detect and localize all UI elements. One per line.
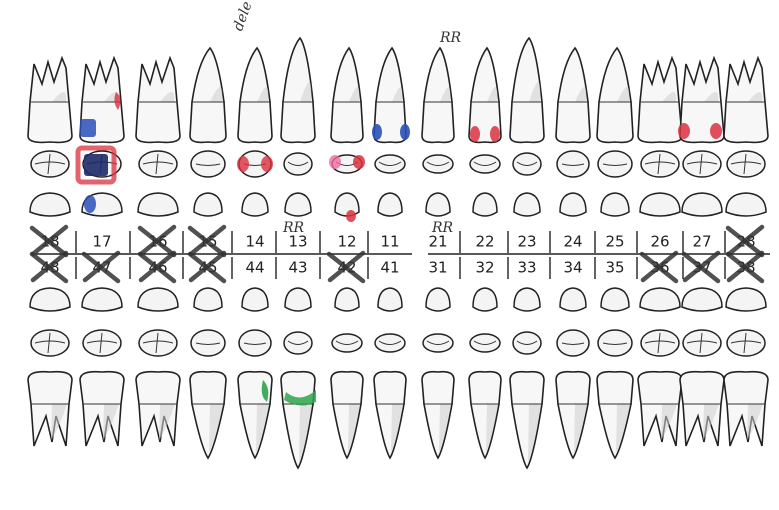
- lower-tooth-occlusal: [641, 330, 679, 356]
- lower-tooth-occlusal: [191, 330, 225, 356]
- tooth-lingual-view: [30, 193, 70, 216]
- tooth-lingual-view: [473, 193, 497, 216]
- lower-tooth-occlusal: [423, 334, 453, 352]
- tooth-lingual-view: [601, 288, 629, 311]
- annotation-rr-tooth-13: RR: [282, 220, 305, 236]
- tooth-lingual-view: [30, 288, 70, 311]
- upper-tooth-buccal: [136, 58, 180, 142]
- tooth-lingual-view: [514, 288, 540, 311]
- lower-tooth-occlusal: [598, 330, 632, 356]
- lower-tooth-buccal: [724, 372, 768, 446]
- tooth-lingual-view: [426, 288, 450, 311]
- tooth-number-43: 43: [288, 259, 307, 277]
- tooth-number-31: 31: [428, 259, 447, 277]
- tooth-lingual-view: [335, 288, 359, 311]
- tooth-number-11: 11: [380, 233, 399, 251]
- lower-tooth-buccal: [80, 372, 124, 446]
- tooth-number-14: 14: [245, 233, 264, 251]
- tooth-lingual-view: [242, 193, 268, 216]
- upper-tooth-occlusal: [31, 151, 69, 177]
- lower-tooth-occlusal: [683, 330, 721, 356]
- tooth-lingual-view: [194, 288, 222, 311]
- upper-tooth-occlusal: [513, 153, 541, 175]
- lower-tooth-occlusal: [31, 330, 69, 356]
- tooth-lingual-view: [378, 288, 402, 311]
- lower-tooth-buccal: [28, 372, 72, 446]
- tooth-lingual-view: [426, 193, 450, 216]
- upper-tooth-occlusal: [727, 151, 765, 177]
- lower-tooth-occlusal: [727, 330, 765, 356]
- tooth-number-24: 24: [563, 233, 582, 251]
- tooth-lingual-view: [194, 193, 222, 216]
- upper-tooth-buccal: [724, 58, 768, 142]
- lower-tooth-buccal: [680, 372, 724, 446]
- lower-tooth-occlusal: [139, 330, 177, 356]
- tooth-number-17: 17: [92, 233, 111, 251]
- tooth-number-33: 33: [517, 259, 536, 277]
- upper-tooth-occlusal: [557, 151, 589, 177]
- tooth-lingual-view: [682, 193, 722, 216]
- upper-tooth-occlusal: [470, 155, 500, 173]
- tooth-lingual-view: [640, 288, 680, 311]
- tooth-lingual-view: [242, 288, 268, 311]
- lower-tooth-occlusal: [375, 334, 405, 352]
- tooth-lingual-view: [378, 193, 402, 216]
- annotation-rr-tooth-21: RR: [431, 220, 454, 236]
- tooth-lingual-view: [682, 288, 722, 311]
- tooth-lingual-view: [726, 288, 766, 311]
- tooth-lingual-view: [601, 193, 629, 216]
- lower-tooth-buccal: [638, 372, 682, 446]
- tooth-number-34: 34: [563, 259, 582, 277]
- tooth-lingual-view: [138, 193, 178, 216]
- tooth-number-44: 44: [245, 259, 264, 277]
- tooth-lingual-view: [640, 193, 680, 216]
- upper-tooth-occlusal: [139, 151, 177, 177]
- tooth-number-22: 22: [475, 233, 494, 251]
- tooth-lingual-view: [285, 193, 311, 216]
- tooth-lingual-view: [138, 288, 178, 311]
- tooth-number-25: 25: [605, 233, 624, 251]
- lower-tooth-buccal: [136, 372, 180, 446]
- upper-tooth-occlusal: [191, 151, 225, 177]
- tooth-number-12: 12: [337, 233, 356, 251]
- tooth-lingual-view: [82, 288, 122, 311]
- lower-tooth-occlusal: [557, 330, 589, 356]
- tooth-number-27: 27: [692, 233, 711, 251]
- tooth-number-26: 26: [650, 233, 669, 251]
- lower-tooth-occlusal: [239, 330, 271, 356]
- upper-tooth-buccal: [28, 58, 72, 142]
- upper-tooth-occlusal: [423, 155, 453, 173]
- tooth-number-32: 32: [475, 259, 494, 277]
- upper-tooth-buccal: [638, 58, 682, 142]
- tooth-lingual-view: [473, 288, 497, 311]
- tooth-lingual-view: [726, 193, 766, 216]
- tooth-number-23: 23: [517, 233, 536, 251]
- lower-tooth-occlusal: [284, 332, 312, 354]
- tooth-lingual-view: [560, 288, 586, 311]
- lower-tooth-occlusal: [83, 330, 121, 356]
- lower-tooth-occlusal: [332, 334, 362, 352]
- lower-tooth-occlusal: [513, 332, 541, 354]
- upper-tooth-occlusal: [598, 151, 632, 177]
- upper-tooth-occlusal: [641, 151, 679, 177]
- tooth-number-41: 41: [380, 259, 399, 277]
- tooth-lingual-view: [514, 193, 540, 216]
- upper-tooth-occlusal: [683, 151, 721, 177]
- upper-tooth-occlusal: [375, 155, 405, 173]
- tooth-number-35: 35: [605, 259, 624, 277]
- tooth-lingual-view: [560, 193, 586, 216]
- tooth-lingual-view: [285, 288, 311, 311]
- lower-tooth-occlusal: [470, 334, 500, 352]
- upper-tooth-occlusal: [284, 153, 312, 175]
- annotation-rr-upper: RR: [439, 30, 462, 46]
